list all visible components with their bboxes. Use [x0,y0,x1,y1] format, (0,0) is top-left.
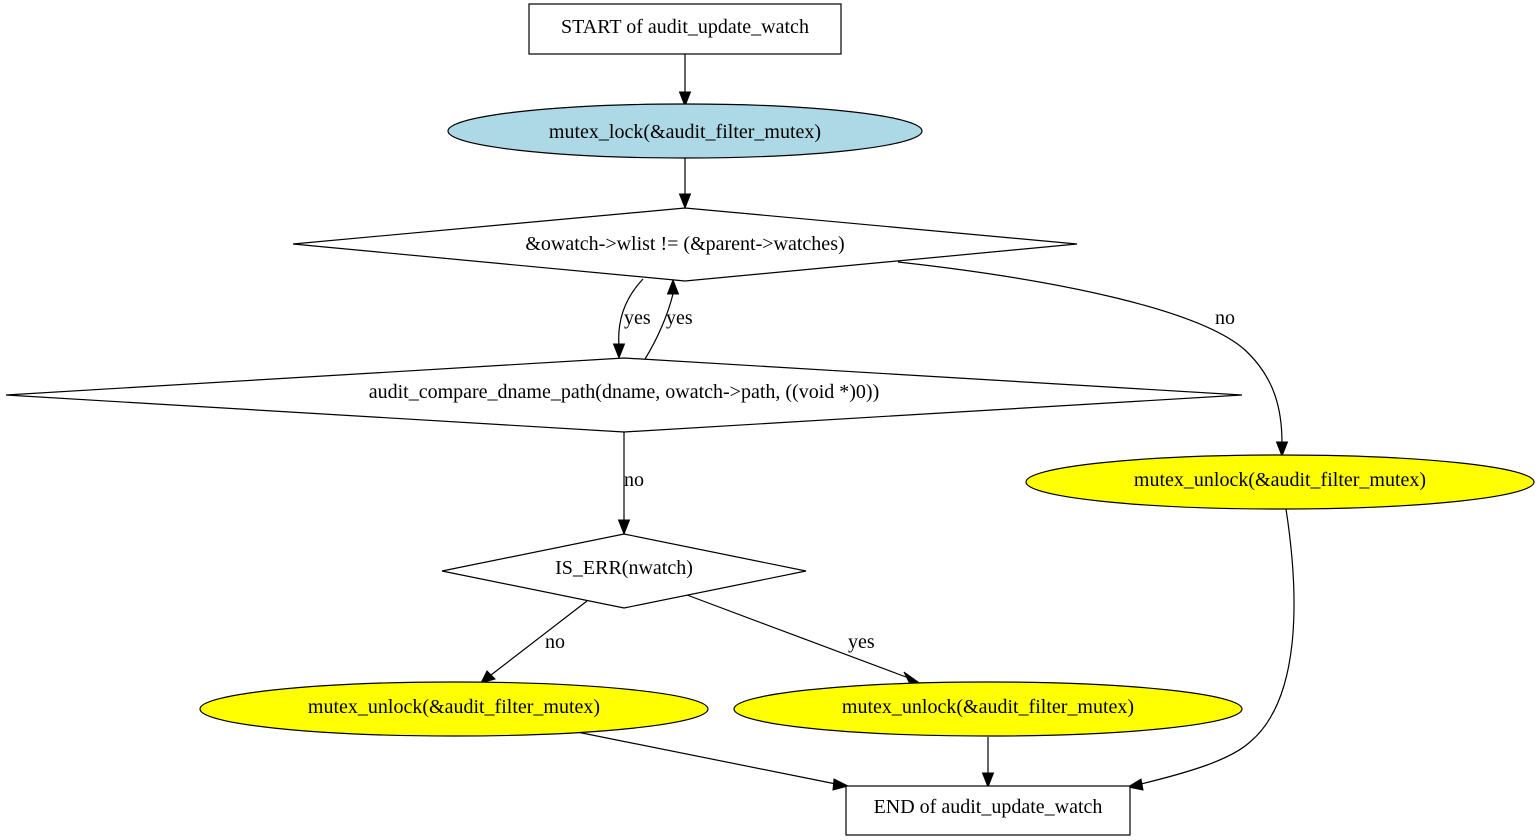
edge-label-loop-to-unlock-right: no [1215,307,1235,329]
mutex-unlock-right-node: mutex_unlock(&audit_filter_mutex) [1025,454,1535,510]
mutex-unlock-no-node: mutex_unlock(&audit_filter_mutex) [199,681,709,737]
edge-label-is-err-to-unlock-yes: yes [848,631,875,653]
edge-label-compare-to-loop: yes [666,307,693,329]
edge-is-err-to-unlock-yes: yes [686,594,920,683]
edge-start-to-lock [678,54,692,108]
compare-condition-node: audit_compare_dname_path(dname, owatch->… [5,357,1243,433]
edge-unlock-right-to-end [1126,508,1295,791]
start-node: START of audit_update_watch [528,3,842,55]
edge-label-is-err-to-unlock-no: no [545,631,565,653]
edge-unlock-yes-to-end [981,737,995,789]
mutex-unlock-no-label: mutex_unlock(&audit_filter_mutex) [308,696,600,718]
loop-condition-label: &owatch->wlist != (&parent->watches) [525,233,844,255]
mutex-unlock-yes-node: mutex_unlock(&audit_filter_mutex) [733,681,1243,737]
edge-compare-to-is-err: no [617,432,644,536]
is-err-condition-node: IS_ERR(nwatch) [441,533,807,609]
edge-loop-cond-to-compare: yes [612,278,651,360]
edge-label-loop-to-compare: yes [624,307,651,329]
edge-compare-to-loop-cond: yes [644,278,693,360]
edge-unlock-no-to-end [576,731,850,791]
end-node-label: END of audit_update_watch [874,796,1103,818]
mutex-unlock-right-label: mutex_unlock(&audit_filter_mutex) [1134,469,1426,491]
start-node-label: START of audit_update_watch [561,16,809,38]
edge-label-compare-to-is-err: no [624,469,644,491]
mutex-lock-label: mutex_lock(&audit_filter_mutex) [549,121,821,143]
edge-lock-to-loop-cond [678,158,692,210]
mutex-unlock-yes-label: mutex_unlock(&audit_filter_mutex) [842,696,1134,718]
end-node: END of audit_update_watch [845,785,1131,836]
edge-loop-cond-to-unlock-right: no [897,261,1289,458]
mutex-lock-node: mutex_lock(&audit_filter_mutex) [447,103,923,159]
edge-is-err-to-unlock-no: no [480,600,588,684]
loop-condition-node: &owatch->wlist != (&parent->watches) [292,207,1078,282]
compare-condition-label: audit_compare_dname_path(dname, owatch->… [369,381,880,403]
is-err-condition-label: IS_ERR(nwatch) [555,557,693,579]
